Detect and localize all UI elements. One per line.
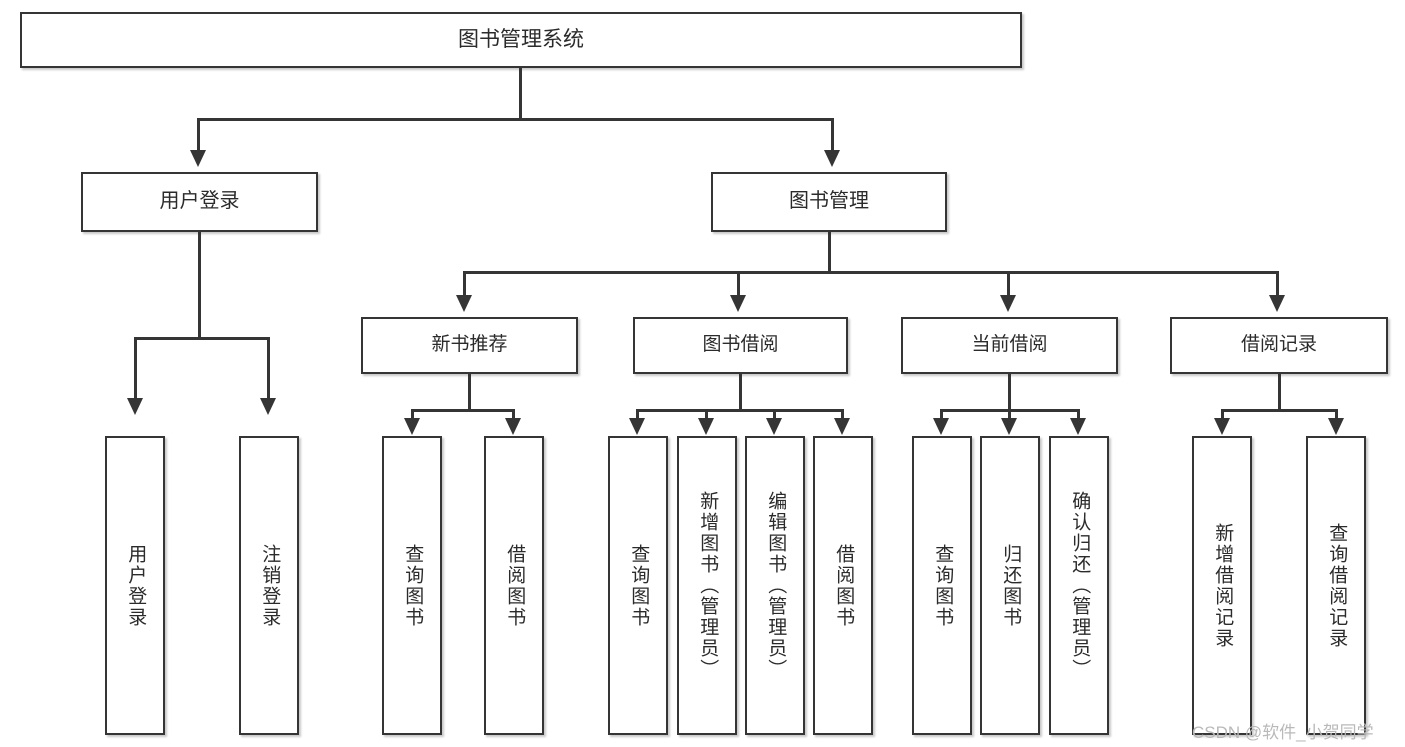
edge-root-to-book-mgmt bbox=[831, 118, 834, 152]
edge-book-mgmt-stem bbox=[828, 232, 831, 274]
arrow-to-leaf-query-record bbox=[1328, 418, 1344, 435]
leaf-query-book-borrow[interactable]: 查询图书 bbox=[608, 436, 668, 735]
node-label: 图书管理系统 bbox=[458, 27, 584, 51]
leaf-borrow-book[interactable]: 借阅图书 bbox=[813, 436, 873, 735]
leaf-confirm-return-admin[interactable]: 确认归还（管理员） bbox=[1049, 436, 1109, 735]
node-label: 当前借阅 bbox=[971, 334, 1048, 356]
arrow-to-leaf-logout bbox=[260, 398, 276, 415]
node-book-borrow[interactable]: 图书借阅 bbox=[633, 317, 848, 374]
edge-user-login-leg-2 bbox=[267, 337, 270, 400]
arrow-to-leaf-query-book-1 bbox=[404, 418, 420, 435]
edge-book-mgmt-bus bbox=[463, 271, 1278, 274]
edge-borrow-record-bus bbox=[1221, 409, 1338, 412]
node-label: 借阅记录 bbox=[1240, 334, 1317, 356]
node-label: 确认归还（管理员） bbox=[1069, 491, 1091, 680]
node-user-login[interactable]: 用户登录 bbox=[81, 172, 318, 232]
arrow-to-leaf-edit-book bbox=[766, 418, 782, 435]
node-book-management[interactable]: 图书管理 bbox=[711, 172, 947, 232]
edge-borrow-record-stem bbox=[1278, 374, 1281, 412]
edge-book-mgmt-leg-3 bbox=[1007, 271, 1010, 297]
node-borrow-record[interactable]: 借阅记录 bbox=[1170, 317, 1388, 374]
arrow-to-leaf-return-book bbox=[1001, 418, 1017, 435]
node-label: 查询图书 bbox=[628, 543, 650, 628]
leaf-add-book-admin[interactable]: 新增图书（管理员） bbox=[677, 436, 737, 735]
arrow-to-leaf-add-book bbox=[698, 418, 714, 435]
node-label: 查询借阅记录 bbox=[1326, 522, 1348, 649]
node-label: 注销登录 bbox=[259, 543, 281, 628]
arrow-to-leaf-query-book-3 bbox=[933, 418, 949, 435]
leaf-borrow-book-recommend[interactable]: 借阅图书 bbox=[484, 436, 544, 735]
arrow-to-current-borrow bbox=[1000, 295, 1016, 312]
edge-new-book-stem bbox=[468, 374, 471, 412]
edge-root-to-user-login bbox=[197, 118, 200, 152]
arrow-to-book-mgmt bbox=[824, 150, 840, 167]
watermark-text: CSDN @软件_小贺同学 bbox=[1192, 723, 1374, 742]
node-label: 查询图书 bbox=[932, 543, 954, 628]
edge-new-book-bus bbox=[411, 409, 515, 412]
arrow-to-leaf-query-book-2 bbox=[629, 418, 645, 435]
node-label: 图书管理 bbox=[789, 190, 869, 213]
arrow-to-leaf-user-login bbox=[127, 398, 143, 415]
arrow-to-leaf-confirm-return bbox=[1070, 418, 1086, 435]
edge-book-borrow-stem bbox=[739, 374, 742, 412]
arrow-to-leaf-borrow-book-2 bbox=[834, 418, 850, 435]
node-label: 归还图书 bbox=[1000, 543, 1022, 628]
leaf-return-book[interactable]: 归还图书 bbox=[980, 436, 1040, 735]
edge-root-stem bbox=[519, 68, 522, 120]
arrow-to-leaf-borrow-book-1 bbox=[505, 418, 521, 435]
node-new-book-recommend[interactable]: 新书推荐 bbox=[361, 317, 578, 374]
edge-user-login-bus bbox=[134, 337, 270, 340]
node-current-borrow[interactable]: 当前借阅 bbox=[901, 317, 1118, 374]
leaf-query-borrow-record[interactable]: 查询借阅记录 bbox=[1306, 436, 1366, 735]
leaf-query-book-current[interactable]: 查询图书 bbox=[912, 436, 972, 735]
arrow-to-new-book-recommend bbox=[456, 295, 472, 312]
node-label: 查询图书 bbox=[402, 543, 424, 628]
edge-book-mgmt-leg-1 bbox=[463, 271, 466, 297]
edge-user-login-leg-1 bbox=[134, 337, 137, 400]
node-label: 图书借阅 bbox=[702, 334, 779, 356]
csdn-watermark: CSDN @软件_小贺同学 bbox=[1192, 718, 1374, 743]
edge-book-borrow-bus bbox=[636, 409, 844, 412]
node-label: 借阅图书 bbox=[504, 543, 526, 628]
leaf-query-book-recommend[interactable]: 查询图书 bbox=[382, 436, 442, 735]
node-label: 用户登录 bbox=[159, 190, 240, 213]
leaf-add-borrow-record[interactable]: 新增借阅记录 bbox=[1192, 436, 1252, 735]
node-label: 用户登录 bbox=[125, 543, 147, 628]
edge-book-mgmt-leg-2 bbox=[737, 271, 740, 297]
arrow-to-book-borrow bbox=[730, 295, 746, 312]
arrow-to-borrow-record bbox=[1269, 295, 1285, 312]
edge-root-bus bbox=[197, 118, 834, 121]
node-root-system[interactable]: 图书管理系统 bbox=[20, 12, 1022, 68]
leaf-edit-book-admin[interactable]: 编辑图书（管理员） bbox=[745, 436, 805, 735]
leaf-logout[interactable]: 注销登录 bbox=[239, 436, 299, 735]
edge-book-mgmt-leg-4 bbox=[1276, 271, 1279, 297]
arrow-to-leaf-add-record bbox=[1214, 418, 1230, 435]
edge-current-borrow-stem bbox=[1008, 374, 1011, 412]
node-label: 编辑图书（管理员） bbox=[765, 491, 787, 680]
node-label: 新增图书（管理员） bbox=[697, 491, 719, 680]
edge-user-login-stem bbox=[198, 232, 201, 340]
leaf-user-login[interactable]: 用户登录 bbox=[105, 436, 165, 735]
arrow-to-user-login bbox=[190, 150, 206, 167]
node-label: 借阅图书 bbox=[833, 543, 855, 628]
node-label: 新书推荐 bbox=[431, 334, 508, 356]
node-label: 新增借阅记录 bbox=[1212, 522, 1234, 649]
